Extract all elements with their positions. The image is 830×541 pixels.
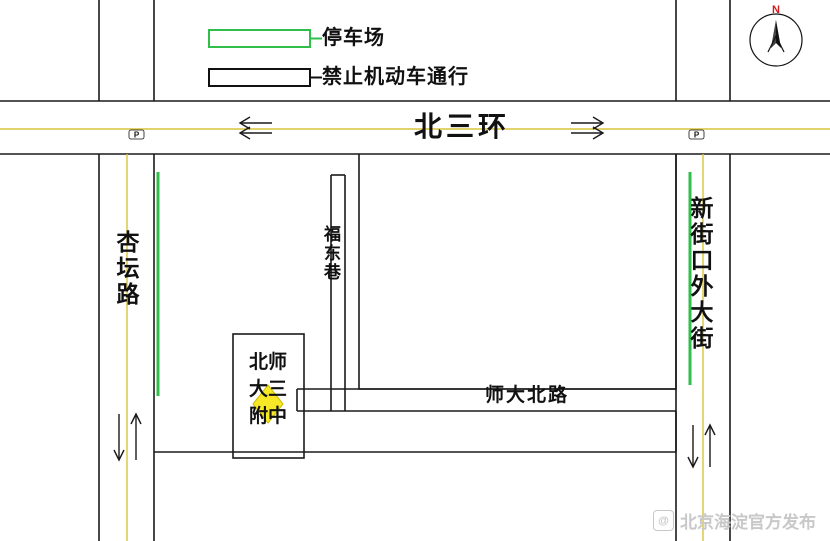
legend-no-vehicle-swatch bbox=[208, 68, 311, 87]
road-label-shida-north-road: 师大北路 bbox=[485, 385, 570, 406]
road-label-fudong-lane: 福东巷 bbox=[321, 225, 340, 282]
third-ring-direction-arrows-east bbox=[571, 116, 605, 140]
xinjiekou-direction-arrows bbox=[687, 423, 716, 469]
road-label-xinjiekou-outer-street: 新街口外大街 bbox=[687, 196, 713, 352]
legend-label-no-vehicle: 禁止机动车通行 bbox=[322, 66, 469, 88]
poi-label-school-line-2: 大三 bbox=[248, 379, 287, 400]
svg-text:P: P bbox=[134, 131, 140, 140]
road-label-north-third-ring: 北三环 bbox=[414, 111, 511, 142]
parking-marker-west: P bbox=[128, 129, 145, 140]
road-label-xingtan-road: 杏坛路 bbox=[113, 230, 139, 308]
compass-north-letter: N bbox=[772, 4, 780, 16]
poi-label-school-line-3: 附中 bbox=[248, 406, 287, 427]
poi-label-school-line-1: 北师 bbox=[248, 352, 287, 373]
watermark: @ 北京海淀官方发布 bbox=[653, 508, 816, 533]
yellow-diamond-arrow-marker bbox=[252, 384, 284, 424]
legend-label-parking: 停车场 bbox=[322, 27, 385, 49]
watermark-text: 北京海淀官方发布 bbox=[680, 513, 816, 532]
xingtan-direction-arrows bbox=[113, 412, 142, 462]
parking-marker-east: P bbox=[688, 129, 705, 140]
svg-text:P: P bbox=[694, 131, 700, 140]
third-ring-direction-arrows-west bbox=[238, 116, 272, 140]
school-block-outline bbox=[232, 333, 305, 459]
compass-rose-graphic bbox=[749, 13, 803, 67]
watermark-badge-icon: @ bbox=[653, 510, 674, 531]
legend-parking-swatch bbox=[208, 29, 311, 48]
inner-block-outline bbox=[358, 154, 677, 390]
